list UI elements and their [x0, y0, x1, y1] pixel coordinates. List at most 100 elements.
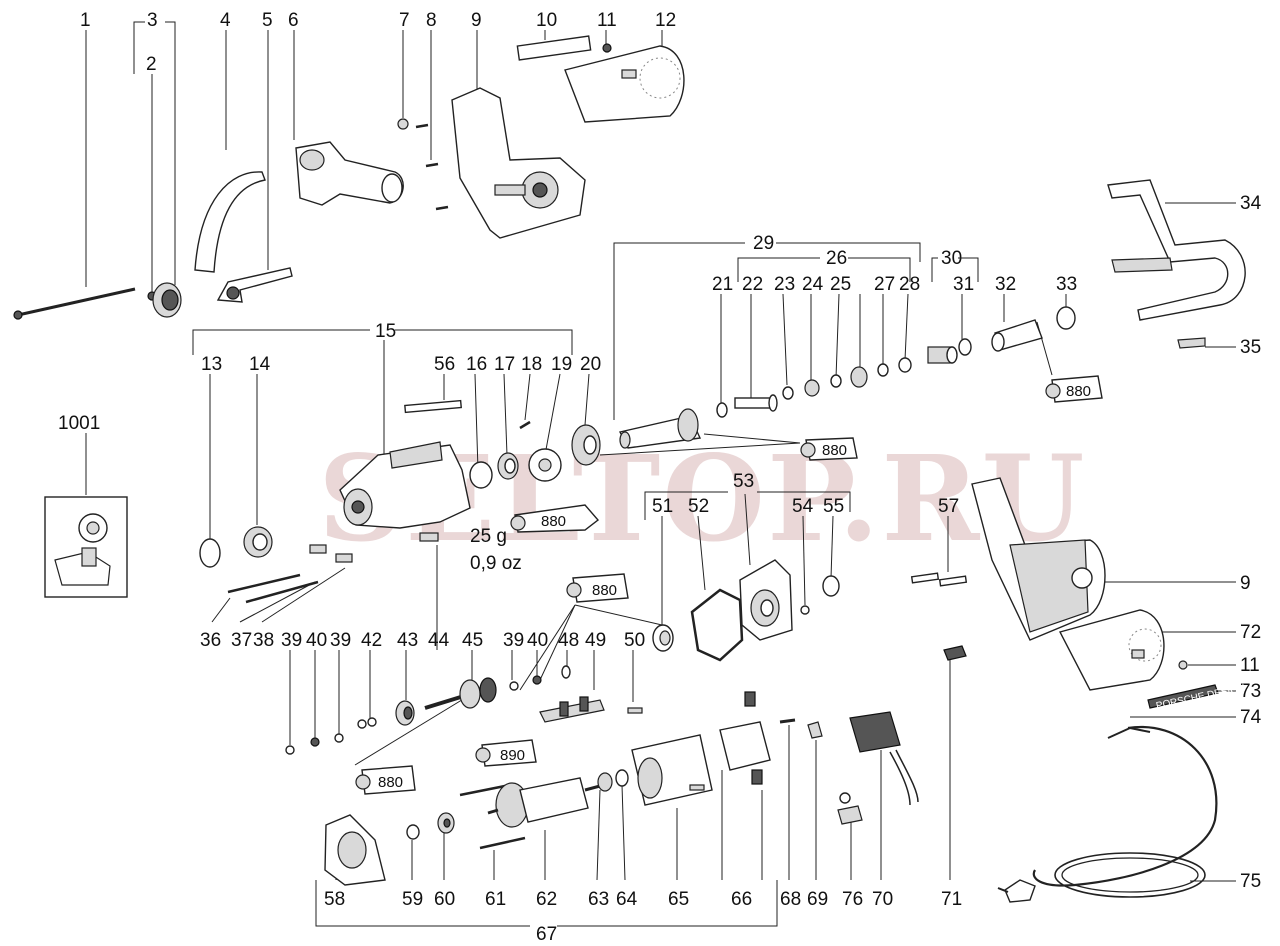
- grease-tube-code: 880: [378, 774, 403, 791]
- part-32-sleeve: [991, 319, 1043, 352]
- callout-24: 24: [802, 274, 824, 295]
- part-31-ring: [958, 338, 972, 356]
- callout-36: 36: [200, 630, 221, 651]
- part-54-ball: [800, 605, 810, 615]
- part-5-clamp: [216, 267, 293, 303]
- callout-18: 18: [521, 354, 542, 375]
- part-16-ring: [469, 461, 493, 489]
- callout-39-right: 39: [503, 630, 524, 651]
- callout-60: 60: [434, 889, 455, 910]
- part-66-brush-holder: [719, 691, 771, 785]
- callout-9-right: 9: [1240, 573, 1251, 594]
- part-10-pin: [516, 35, 592, 61]
- part-26-ball-bearing: [850, 366, 868, 388]
- callout-3: 3: [147, 10, 158, 31]
- callout-67: 67: [536, 924, 557, 945]
- part-59-sleeve: [406, 824, 420, 840]
- callout-39-mid: 39: [330, 630, 351, 651]
- callout-70: 70: [872, 889, 893, 910]
- callout-23: 23: [774, 274, 795, 295]
- callout-4: 4: [220, 10, 231, 31]
- part-49-switch-rod: [539, 696, 605, 723]
- callout-26: 26: [826, 248, 847, 269]
- callout-61: 61: [485, 889, 506, 910]
- part-17-spring: [497, 452, 519, 480]
- callout-68: 68: [780, 889, 801, 910]
- grease-tube-code: 880: [592, 582, 617, 599]
- callout-75: 75: [1240, 871, 1261, 892]
- callout-21: 21: [712, 274, 733, 295]
- callout-7: 7: [399, 10, 410, 31]
- part-60-bearing: [437, 812, 455, 834]
- part-35-label: [1177, 337, 1206, 349]
- callout-52: 52: [688, 496, 709, 517]
- part-42-washers: [357, 717, 377, 729]
- callout-64: 64: [616, 889, 638, 910]
- callout-48: 48: [558, 630, 579, 651]
- callout-6: 6: [288, 10, 299, 31]
- part-58-brush-holder-plate: [324, 814, 386, 886]
- callout-49: 49: [585, 630, 606, 651]
- grease-tube-code: 880: [1066, 383, 1091, 400]
- leader-lines: [85, 21, 1236, 927]
- callout-25: 25: [830, 274, 851, 295]
- callout-29: 29: [753, 233, 774, 254]
- callout-54: 54: [792, 496, 814, 517]
- part-18-pin: [519, 420, 531, 430]
- callout-1: 1: [80, 10, 91, 31]
- part-69-clip: [807, 721, 823, 739]
- callout-50: 50: [624, 630, 645, 651]
- callout-12: 12: [655, 10, 676, 31]
- part-61-screws: [459, 783, 526, 850]
- callout-35: 35: [1240, 337, 1261, 358]
- part-48-disc: [561, 665, 571, 679]
- callout-43: 43: [397, 630, 418, 651]
- part-53-bearing-flange: [739, 559, 793, 641]
- callout-19: 19: [551, 354, 572, 375]
- callout-76: 76: [842, 889, 863, 910]
- part-40-nut-right: [532, 675, 542, 685]
- callout-66: 66: [731, 889, 752, 910]
- part-34-bail-handle: [1107, 179, 1246, 321]
- callout-33: 33: [1056, 274, 1077, 295]
- part-73-nameplate: PORSCHE DESIGN: [1147, 682, 1246, 712]
- callout-8: 8: [426, 10, 437, 31]
- part-30-coupling: [927, 346, 958, 364]
- callout-28: 28: [899, 274, 920, 295]
- part-72-motor-cover: [1058, 609, 1165, 691]
- grease-tube-gear-case: 880: [510, 504, 600, 533]
- callout-37: 37: [231, 630, 252, 651]
- part-27-washer: [877, 363, 889, 377]
- part-4-bow-handle: [194, 171, 266, 273]
- grease-tube-890: 890: [475, 739, 537, 767]
- callout-14: 14: [249, 354, 271, 375]
- part-52-gasket: [690, 588, 744, 662]
- callout-27: 27: [874, 274, 895, 295]
- part-28-circlip: [898, 357, 912, 373]
- callout-72: 72: [1240, 622, 1261, 643]
- callout-22: 22: [742, 274, 763, 295]
- grease-tube-motor-group: 880: [566, 573, 629, 603]
- part-39-washer-right: [509, 681, 519, 691]
- part-9-motor-housing: [971, 477, 1106, 641]
- callout-53: 53: [733, 471, 754, 492]
- part-45-intermediate-shaft: [424, 677, 497, 710]
- part-25-ring: [830, 374, 842, 388]
- grease-amount-oz: 0,9 oz: [470, 553, 522, 574]
- callout-30: 30: [941, 248, 962, 269]
- part-12-cover: [564, 45, 685, 123]
- callout-42: 42: [361, 630, 382, 651]
- grease-tube-code: 880: [822, 442, 847, 459]
- part-19-clutch-disc: [528, 448, 562, 482]
- callout-65: 65: [668, 889, 689, 910]
- part-71-clip: [943, 645, 967, 661]
- grease-amount-g: 25 g: [470, 526, 507, 547]
- callout-55: 55: [823, 496, 844, 517]
- callout-57: 57: [938, 496, 959, 517]
- callout-2: 2: [146, 54, 157, 75]
- part-39-washer-left: [285, 745, 295, 755]
- part-9-gear-housing: [451, 87, 586, 239]
- callout-74: 74: [1240, 707, 1262, 728]
- part-3-adjusting-knob: [152, 282, 182, 318]
- part-50-spring: [627, 707, 643, 714]
